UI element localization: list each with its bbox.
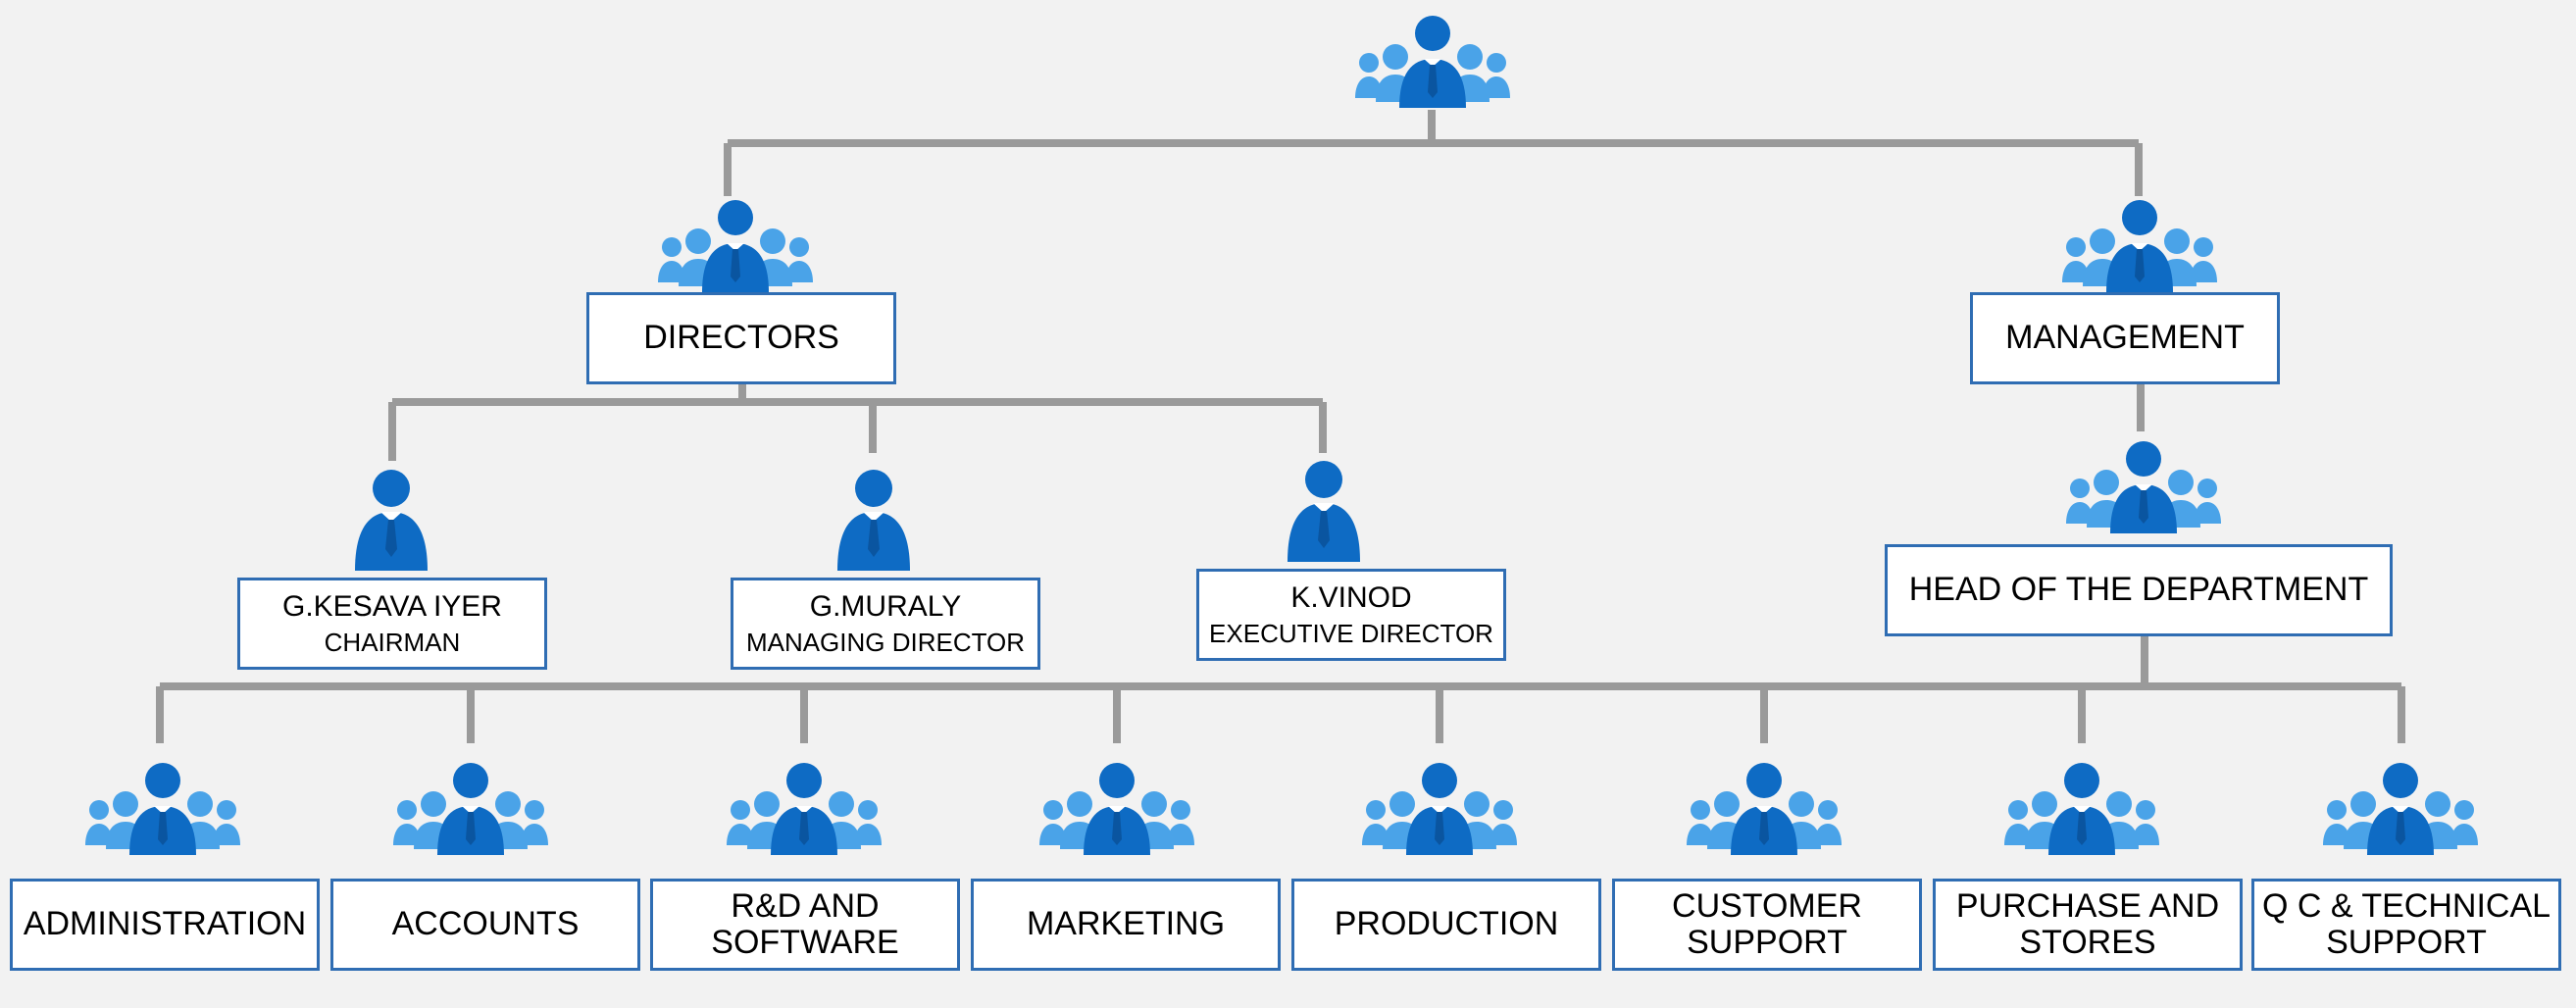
department-group-icon [1362, 763, 1517, 855]
department-group-icon [727, 763, 882, 855]
person-box-executive-director: K.VINOD EXECUTIVE DIRECTOR [1196, 569, 1506, 661]
department-label-line2: SUPPORT [1687, 924, 1847, 961]
management-group-icon [2062, 200, 2217, 292]
department-box-rd-software: R&D AND SOFTWARE [650, 879, 960, 971]
department-label: PRODUCTION [1334, 905, 1559, 943]
person-box-managing-director: G.MURALY MANAGING DIRECTOR [731, 578, 1040, 670]
person-role: CHAIRMAN [324, 628, 461, 658]
department-box-qc-technical-support: Q C & TECHNICAL SUPPORT [2251, 879, 2561, 971]
department-label-line1: CUSTOMER [1672, 886, 1862, 925]
department-box-administration: ADMINISTRATION [10, 879, 320, 971]
directors-box: DIRECTORS [586, 292, 896, 384]
department-label: ACCOUNTS [391, 905, 580, 943]
management-box: MANAGEMENT [1970, 292, 2280, 384]
department-box-purchase-stores: PURCHASE AND STORES [1933, 879, 2243, 971]
head-of-department-box: HEAD OF THE DEPARTMENT [1885, 544, 2393, 636]
department-box-production: PRODUCTION [1291, 879, 1601, 971]
person-name: K.VINOD [1290, 581, 1412, 615]
department-box-marketing: MARKETING [971, 879, 1281, 971]
department-group-icon [1039, 763, 1194, 855]
department-group-icon [2323, 763, 2478, 855]
person-box-chairman: G.KESAVA IYER CHAIRMAN [237, 578, 547, 670]
department-label-line2: SUPPORT [2326, 924, 2487, 961]
department-group-icon [393, 763, 548, 855]
person-role: MANAGING DIRECTOR [745, 628, 1026, 658]
department-group-icon [2004, 763, 2159, 855]
person-icon-managing-director [837, 470, 910, 571]
person-name: G.MURALY [809, 590, 962, 624]
head-of-department-label: HEAD OF THE DEPARTMENT [1908, 571, 2369, 609]
department-label: MARKETING [1026, 905, 1226, 943]
management-label: MANAGEMENT [2005, 319, 2245, 357]
directors-group-icon [658, 200, 813, 292]
directors-label: DIRECTORS [643, 319, 839, 357]
top-group-icon [1355, 16, 1510, 108]
department-box-customer-support: CUSTOMER SUPPORT [1612, 879, 1922, 971]
person-icon-chairman [355, 470, 428, 571]
department-label-line1: R&D AND [731, 886, 880, 925]
department-label-line2: STORES [2019, 924, 2156, 961]
hod-group-icon [2066, 441, 2221, 533]
department-label-line2: SOFTWARE [711, 924, 899, 961]
department-label-line1: PURCHASE AND [1955, 886, 2220, 925]
department-group-icon [85, 763, 240, 855]
department-box-accounts: ACCOUNTS [330, 879, 640, 971]
person-name: G.KESAVA IYER [282, 590, 502, 624]
department-label-line1: Q C & TECHNICAL [2261, 886, 2551, 925]
department-label: ADMINISTRATION [23, 905, 307, 943]
person-icon-executive-director [1288, 461, 1360, 562]
person-role: EXECUTIVE DIRECTOR [1209, 619, 1493, 649]
department-group-icon [1687, 763, 1842, 855]
